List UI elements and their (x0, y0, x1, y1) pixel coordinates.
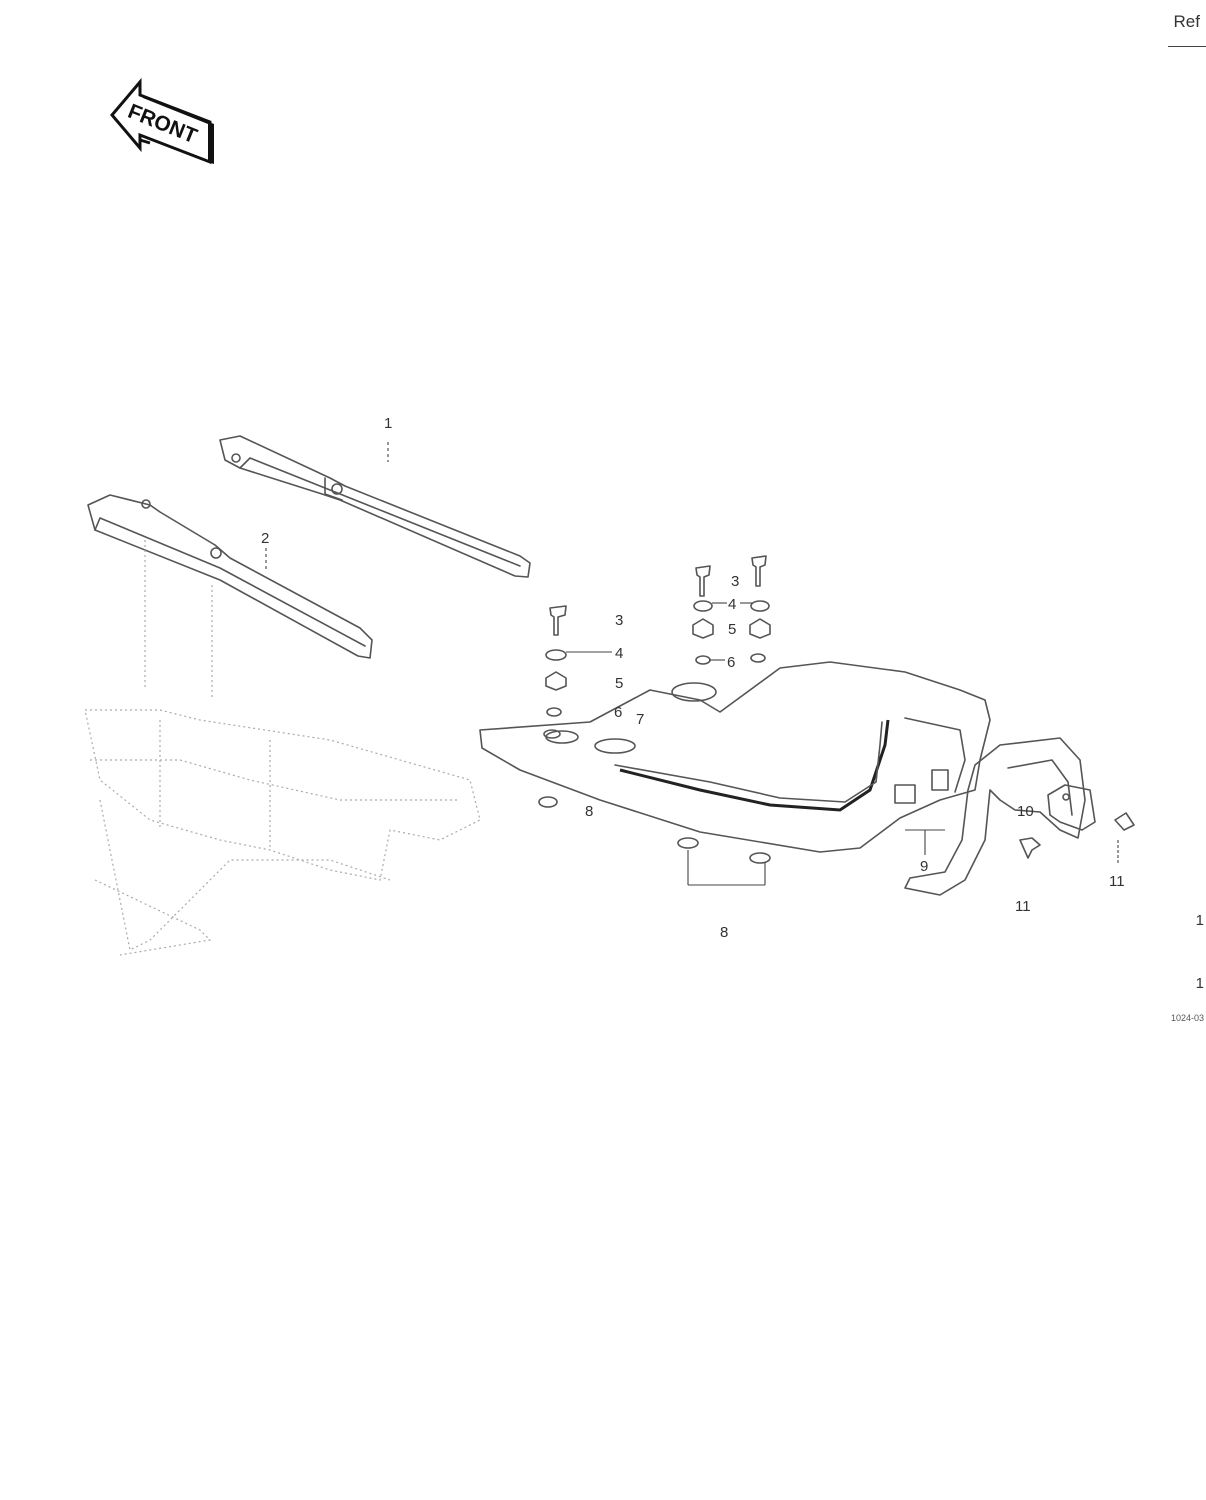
callout-6-right: 6 (727, 654, 735, 671)
callout-11-bottom: 11 (1015, 898, 1031, 915)
part-7-seat (479, 661, 991, 853)
callout-5-right: 5 (728, 621, 736, 638)
callout-4-right: 4 (728, 596, 736, 613)
part-9-grab-handle (894, 737, 1086, 896)
leader-lines (265, 442, 1119, 886)
callout-9: 9 (920, 858, 928, 875)
callout-8-left: 8 (585, 803, 593, 820)
callout-10: 10 (1017, 803, 1034, 820)
reference-underline (1168, 46, 1206, 47)
callout-2: 2 (261, 530, 269, 547)
callout-numbers: 1 2 3 4 5 6 3 4 5 6 7 8 8 9 10 11 11 (261, 415, 1125, 941)
fastener-stack-left (538, 605, 567, 808)
callout-1: 1 (384, 415, 392, 432)
callout-8-bottom: 8 (720, 924, 728, 941)
front-arrow-icon: FRONT (110, 77, 214, 165)
callout-3-left: 3 (615, 612, 623, 629)
callout-3-right: 3 (731, 573, 739, 590)
drawing-code: 1024-03 (1170, 1013, 1204, 1023)
edge-label-a: 1 (1195, 912, 1204, 929)
callout-7: 7 (636, 711, 644, 728)
frame-outline (84, 709, 481, 956)
callout-6-left: 6 (614, 704, 622, 721)
callout-4-left: 4 (615, 645, 623, 662)
part-10-bracket (1047, 784, 1096, 831)
fastener-stack-right (677, 555, 1135, 864)
callout-5-left: 5 (615, 675, 623, 692)
part-2-rail (87, 494, 373, 700)
part-1-rail (219, 435, 531, 578)
reference-label: Ref (1173, 12, 1200, 31)
edge-label-b: 1 (1195, 975, 1204, 992)
callout-11-right: 11 (1109, 873, 1125, 890)
